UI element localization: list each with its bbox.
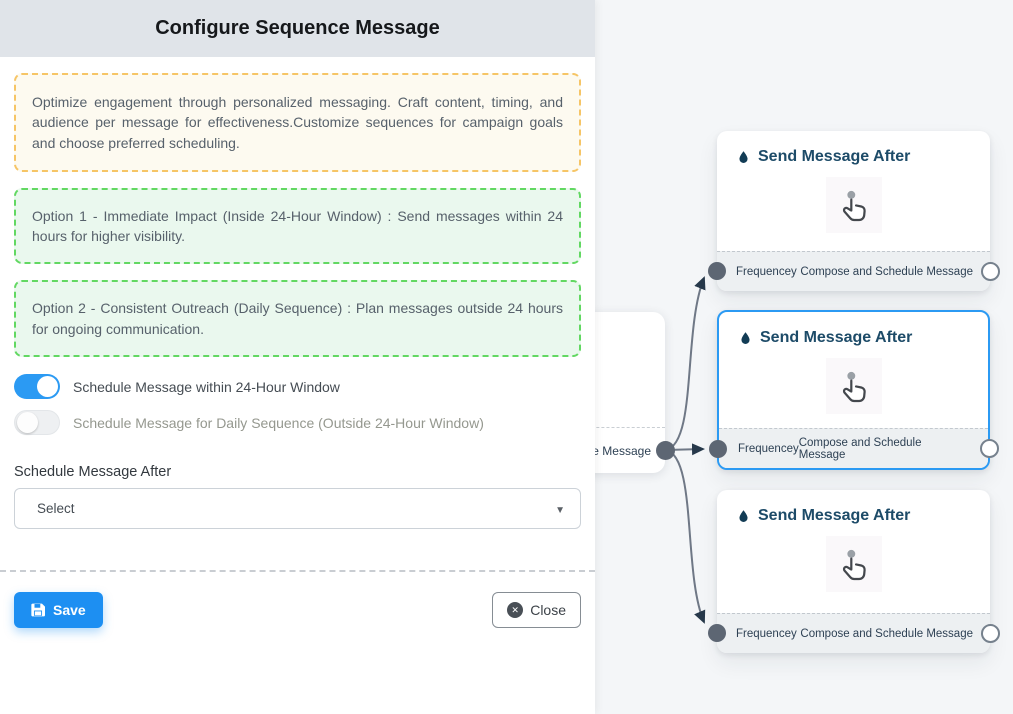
daily-sequence-toggle[interactable] bbox=[14, 410, 60, 436]
footer-divider bbox=[0, 570, 595, 573]
target-handle[interactable] bbox=[709, 440, 727, 458]
node-title: Send Message After bbox=[760, 329, 913, 346]
send-message-after-node-2[interactable]: Send Message After Frequencey Compose an… bbox=[709, 310, 999, 470]
node-title: Send Message After bbox=[758, 148, 911, 165]
node-footer-frequency-label[interactable]: Frequencey bbox=[736, 627, 797, 640]
target-handle[interactable] bbox=[708, 624, 726, 642]
node-footer-compose-label[interactable]: Compose and Schedule Message bbox=[800, 265, 973, 278]
tap-hand-icon bbox=[825, 536, 882, 592]
option2-info-box: Option 2 - Consistent Outreach (Daily Se… bbox=[14, 280, 581, 358]
close-icon bbox=[507, 602, 524, 619]
output-handle[interactable] bbox=[980, 439, 999, 458]
edge-to-node-3 bbox=[665, 449, 706, 624]
chevron-down-icon bbox=[555, 501, 565, 516]
schedule-after-label: Schedule Message After bbox=[14, 464, 172, 481]
within-24h-toggle[interactable] bbox=[14, 374, 60, 400]
water-drop-icon bbox=[739, 509, 748, 522]
node-footer-frequency-label[interactable]: Frequencey bbox=[738, 442, 799, 455]
save-button-label: Save bbox=[53, 602, 86, 619]
save-button[interactable]: Save bbox=[14, 592, 103, 629]
configure-sequence-panel: Configure Sequence Message Optimize enga… bbox=[0, 0, 595, 714]
intro-info-box: Optimize engagement through personalized… bbox=[14, 73, 581, 172]
option1-info-box: Option 1 - Immediate Impact (Inside 24-H… bbox=[14, 187, 581, 265]
send-message-after-node-3[interactable]: Send Message After Frequencey Compose an… bbox=[708, 490, 1000, 653]
save-icon bbox=[31, 603, 45, 617]
schedule-after-select[interactable]: Select bbox=[14, 488, 581, 530]
within-24h-toggle-label: Schedule Message within 24-Hour Window bbox=[73, 378, 340, 395]
panel-title: Configure Sequence Message bbox=[0, 0, 595, 57]
parent-sequence-node[interactable]: ce Message bbox=[595, 312, 675, 473]
output-handle[interactable] bbox=[981, 262, 1000, 281]
daily-sequence-toggle-label: Schedule Message for Daily Sequence (Out… bbox=[73, 414, 484, 431]
node-title: Send Message After bbox=[758, 507, 911, 524]
water-drop-icon bbox=[741, 331, 750, 344]
flow-canvas[interactable]: ce Message Send Message After Frequencey… bbox=[595, 0, 1013, 714]
parent-node-footer-label: ce Message bbox=[595, 427, 665, 473]
close-button[interactable]: Close bbox=[492, 592, 581, 629]
source-handle[interactable] bbox=[656, 441, 675, 460]
node-footer-compose-label[interactable]: Compose and Schedule Message bbox=[798, 436, 922, 461]
target-handle[interactable] bbox=[708, 262, 726, 280]
node-footer-compose-label[interactable]: Compose and Schedule Message bbox=[800, 627, 973, 640]
tap-hand-icon bbox=[825, 177, 882, 233]
close-button-label: Close bbox=[530, 602, 566, 619]
send-message-after-node-1[interactable]: Send Message After Frequencey Compose an… bbox=[708, 131, 1000, 291]
select-value: Select bbox=[37, 501, 75, 517]
tap-hand-icon bbox=[825, 358, 882, 414]
node-footer-frequency-label[interactable]: Frequencey bbox=[736, 265, 797, 278]
water-drop-icon bbox=[739, 150, 748, 163]
output-handle[interactable] bbox=[981, 624, 1000, 643]
edge-to-node-1 bbox=[665, 276, 706, 451]
